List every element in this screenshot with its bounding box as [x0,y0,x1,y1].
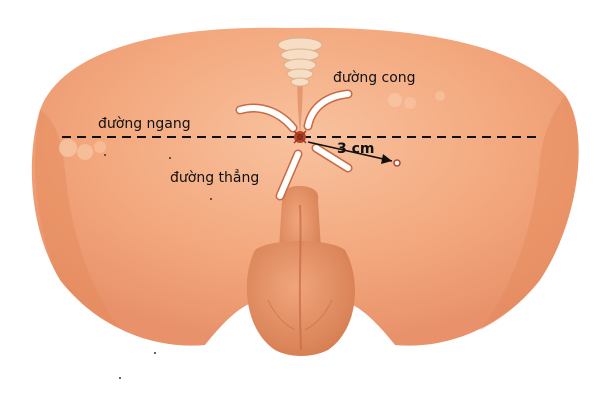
incision-curved [303,89,353,131]
label-distance: 3 cm [337,141,375,157]
label-horizontal-line: đường ngang [98,116,191,132]
stray-dot [119,377,121,379]
label-straight-line: đường thẳng [170,169,259,186]
scrotum-fold [267,299,333,331]
incision-straight [275,149,303,201]
stray-dot [154,352,156,354]
scrotal-raphe [298,204,302,351]
incision-lateral [311,143,353,173]
skin-spot [435,91,445,101]
skin-spot [59,139,77,157]
right-side-shadow [480,95,579,330]
skin-spot [404,97,416,109]
label-curved-line: đường cong [333,70,416,86]
distance-arrow [307,141,401,167]
skin-spot [94,141,106,153]
stray-dot [169,157,171,159]
skin-spot [77,144,93,160]
anus-marker [293,130,307,144]
coccyx-icon [277,37,323,87]
skin-spot [388,93,402,107]
left-side-shadow [35,110,120,328]
stray-dot [104,154,106,156]
incision-horizontal-left [235,103,298,133]
stray-dot [210,198,212,200]
